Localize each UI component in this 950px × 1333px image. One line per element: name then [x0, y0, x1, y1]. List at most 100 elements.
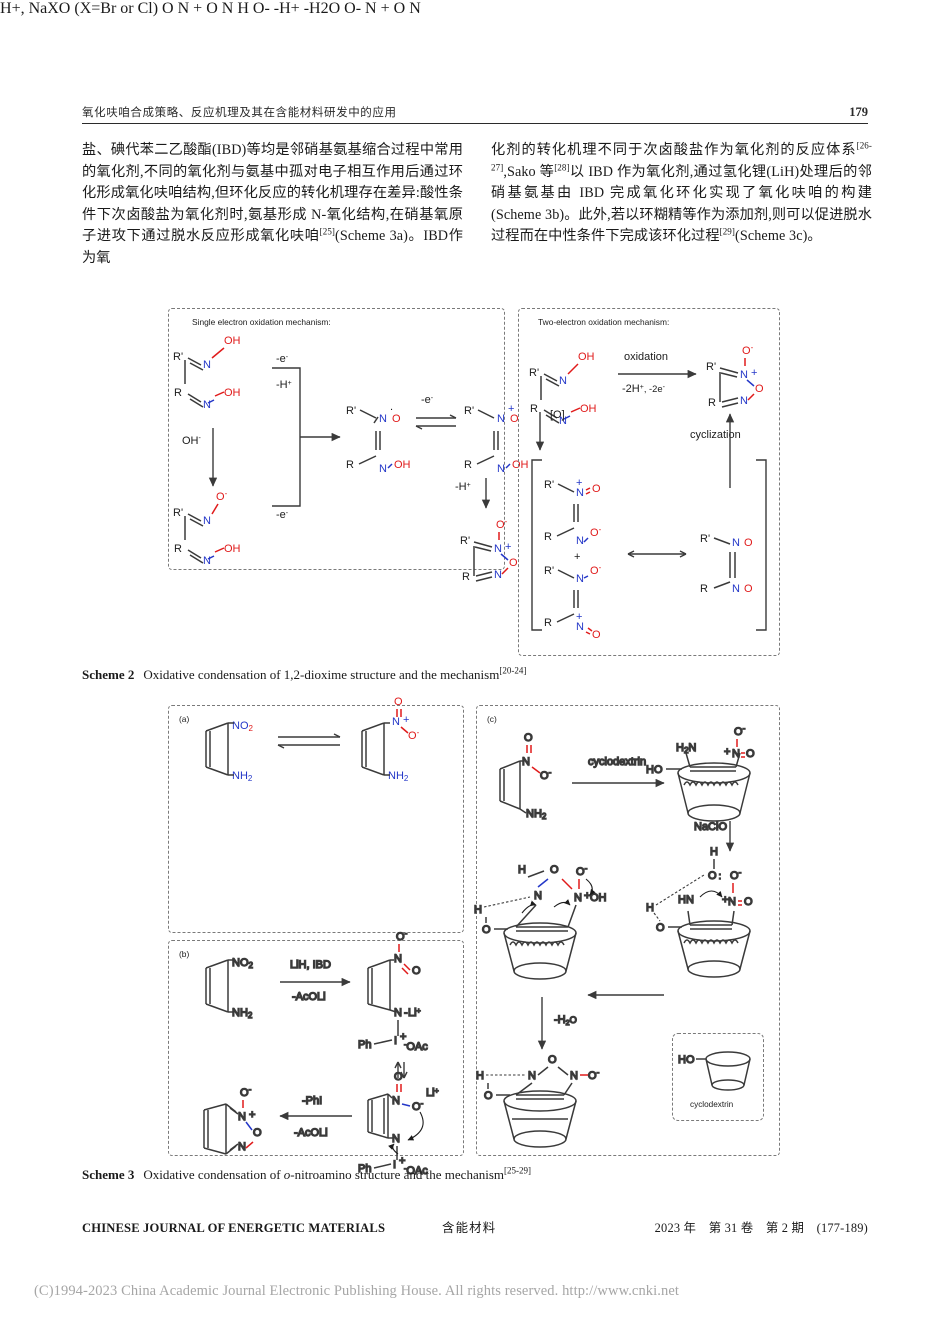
- svg-text:O-: O-: [240, 1085, 252, 1099]
- copyright-notice: (C)1994-2023 China Academic Journal Elec…: [34, 1283, 680, 1299]
- svg-text:N: N: [203, 515, 211, 527]
- svg-text:N: N: [534, 890, 542, 902]
- left-text-part1: 盐、碘代苯二乙酸酯(IBD)等均是邻硝基氨基缩合过程中常用的氧化剂,不同的氧化剂…: [82, 142, 463, 245]
- svg-text:R: R: [462, 571, 470, 583]
- running-head-title: 氧化呋咱合成策略、反应机理及其在含能材料研发中的应用: [82, 107, 397, 119]
- svg-text:H2N: H2N: [676, 742, 696, 755]
- svg-text:Ph: Ph: [358, 1163, 371, 1175]
- svg-text:R': R': [700, 533, 710, 545]
- svg-text:N: N: [238, 1111, 246, 1123]
- svg-text:O: O: [412, 965, 421, 977]
- svg-text:-H2O: -H2O: [554, 1014, 577, 1027]
- svg-text:N: N: [732, 537, 740, 549]
- svg-text:R': R': [544, 479, 554, 491]
- scheme-3-caption-text-a: Oxidative condensation of: [143, 1167, 284, 1182]
- svg-text:O-: O-: [742, 343, 754, 357]
- svg-text:OH: OH: [224, 335, 241, 347]
- page-number: 179: [849, 105, 868, 119]
- scheme-2-caption-label: Scheme 2: [82, 667, 135, 682]
- svg-text:O-: O-: [396, 929, 408, 943]
- right-text-part3: 以 IBD 作为氧化剂,通过氢化锂(LiH)处理后的邻硝基氨基由 IBD 完成氧…: [491, 163, 872, 245]
- svg-text:HO: HO: [646, 764, 663, 776]
- svg-text:O: O: [510, 413, 519, 425]
- svg-text:O-: O-: [496, 517, 508, 531]
- left-column-paragraph: 盐、碘代苯二乙酸酯(IBD)等均是邻硝基氨基缩合过程中常用的氧化剂,不同的氧化剂…: [82, 140, 463, 270]
- svg-text:R': R': [544, 565, 554, 577]
- svg-text:-PhI: -PhI: [302, 1095, 322, 1107]
- svg-text:N: N: [528, 1070, 536, 1082]
- svg-text:O: O: [592, 629, 601, 641]
- svg-text:R': R': [706, 361, 716, 373]
- svg-text:OH: OH: [580, 403, 597, 415]
- svg-text:N: N: [559, 415, 567, 427]
- svg-text:NH2: NH2: [232, 770, 253, 783]
- svg-text:N: N: [740, 395, 748, 407]
- body-columns: 盐、碘代苯二乙酸酯(IBD)等均是邻硝基氨基缩合过程中常用的氧化剂,不同的氧化剂…: [82, 140, 872, 270]
- svg-text:O: O: [253, 1127, 262, 1139]
- citation-ref-28: [28]: [554, 161, 570, 172]
- scheme2-right-title: Two-electron oxidation mechanism:: [538, 317, 670, 327]
- right-column: 化剂的转化机理不同于次卤酸盐作为氧化剂的反应体系[26-27],Sako 等[2…: [491, 140, 872, 270]
- svg-text:OH: OH: [590, 892, 607, 904]
- svg-text:-: -: [404, 1007, 408, 1019]
- svg-text:O: O: [656, 922, 665, 934]
- scheme2-right-structures: OH N R' OH N R oxidation -2H+, -2e-: [529, 343, 767, 641]
- svg-text:N: N: [570, 1070, 578, 1082]
- svg-text:N: N: [576, 487, 584, 499]
- svg-text:OH: OH: [224, 543, 241, 555]
- scheme2-left-panel: [168, 308, 505, 570]
- right-column-paragraph: 化剂的转化机理不同于次卤酸盐作为氧化剂的反应体系[26-27],Sako 等[2…: [491, 140, 872, 248]
- svg-text:R: R: [544, 617, 552, 629]
- svg-text:-AcOLi: -AcOLi: [292, 991, 326, 1003]
- svg-text:O: O: [755, 383, 764, 395]
- svg-text:R: R: [708, 397, 716, 409]
- svg-text:N: N: [203, 359, 211, 371]
- svg-text:O-: O-: [408, 728, 420, 742]
- svg-text:R: R: [530, 403, 538, 415]
- svg-text:NaClO: NaClO: [694, 821, 727, 833]
- cyclodextrin-legend-label: cyclodextrin: [690, 1100, 734, 1109]
- svg-text:H: H: [646, 902, 654, 914]
- svg-text:H: H: [710, 846, 718, 858]
- scheme-2-caption-text: Oxidative condensation of 1,2-dioxime st…: [143, 667, 500, 682]
- svg-text:N: N: [574, 892, 582, 904]
- svg-text:R: R: [174, 543, 182, 555]
- svg-text:+: +: [400, 1031, 406, 1043]
- svg-text:O: O: [744, 537, 753, 549]
- svg-text:-H+: -H+: [276, 379, 292, 391]
- svg-text:I: I: [393, 1159, 396, 1171]
- svg-text:O: O: [509, 557, 518, 569]
- scheme3-panel-b-structures: NO2 NH2 LiH, IBD -AcOLi O- N O: [203, 928, 439, 1178]
- svg-text:O: O: [592, 483, 601, 495]
- svg-text:NH2: NH2: [388, 770, 409, 783]
- svg-text:H: H: [518, 864, 526, 876]
- svg-text:O: O: [482, 924, 491, 936]
- svg-text:oxidation: oxidation: [624, 351, 668, 363]
- svg-text:N: N: [559, 375, 567, 387]
- svg-text:N: N: [732, 748, 740, 760]
- scheme3-panel-a-tag: (a): [179, 714, 190, 724]
- svg-text:-e-: -e-: [421, 394, 434, 406]
- svg-text:NO2: NO2: [232, 957, 254, 970]
- scheme3-panel-c-tag: (c): [487, 714, 497, 724]
- svg-text:O-: O-: [590, 525, 602, 539]
- citation-ref-26-27: [26-27]: [491, 140, 872, 172]
- scheme-3-caption-label: Scheme 3: [82, 1167, 135, 1182]
- svg-text:O-: O-: [734, 724, 746, 738]
- citation-ref-25: [25]: [319, 226, 336, 237]
- svg-text:R: R: [174, 387, 182, 399]
- svg-text:O:: O:: [708, 870, 721, 882]
- footer-journal-name: CHINESE JOURNAL OF ENERGETIC MATERIALS: [82, 1221, 386, 1235]
- right-text-part1: 化剂的转化机理不同于次卤酸盐作为氧化剂的反应体系: [491, 142, 857, 158]
- right-text-part2: ,Sako 等: [503, 163, 555, 180]
- svg-text:HN: HN: [678, 894, 694, 906]
- svg-text:O: O: [744, 583, 753, 595]
- scheme-3-caption-ref: [25-29]: [504, 1165, 532, 1176]
- svg-text:N: N: [732, 583, 740, 595]
- svg-text:N: N: [576, 573, 584, 585]
- svg-text:O: O: [394, 696, 403, 708]
- svg-text:-H+: -H+: [455, 481, 471, 493]
- scheme3-panel-b-tag: (b): [179, 949, 190, 959]
- footer-issue-info: 2023 年 第 31 卷 第 2 期 (177-189): [654, 1221, 868, 1235]
